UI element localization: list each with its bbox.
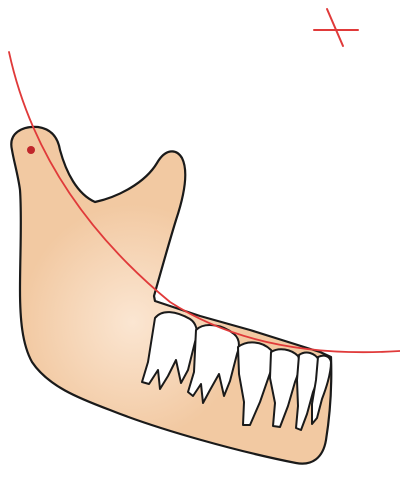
cross-icon [314, 9, 358, 46]
dot-icon [27, 146, 35, 154]
